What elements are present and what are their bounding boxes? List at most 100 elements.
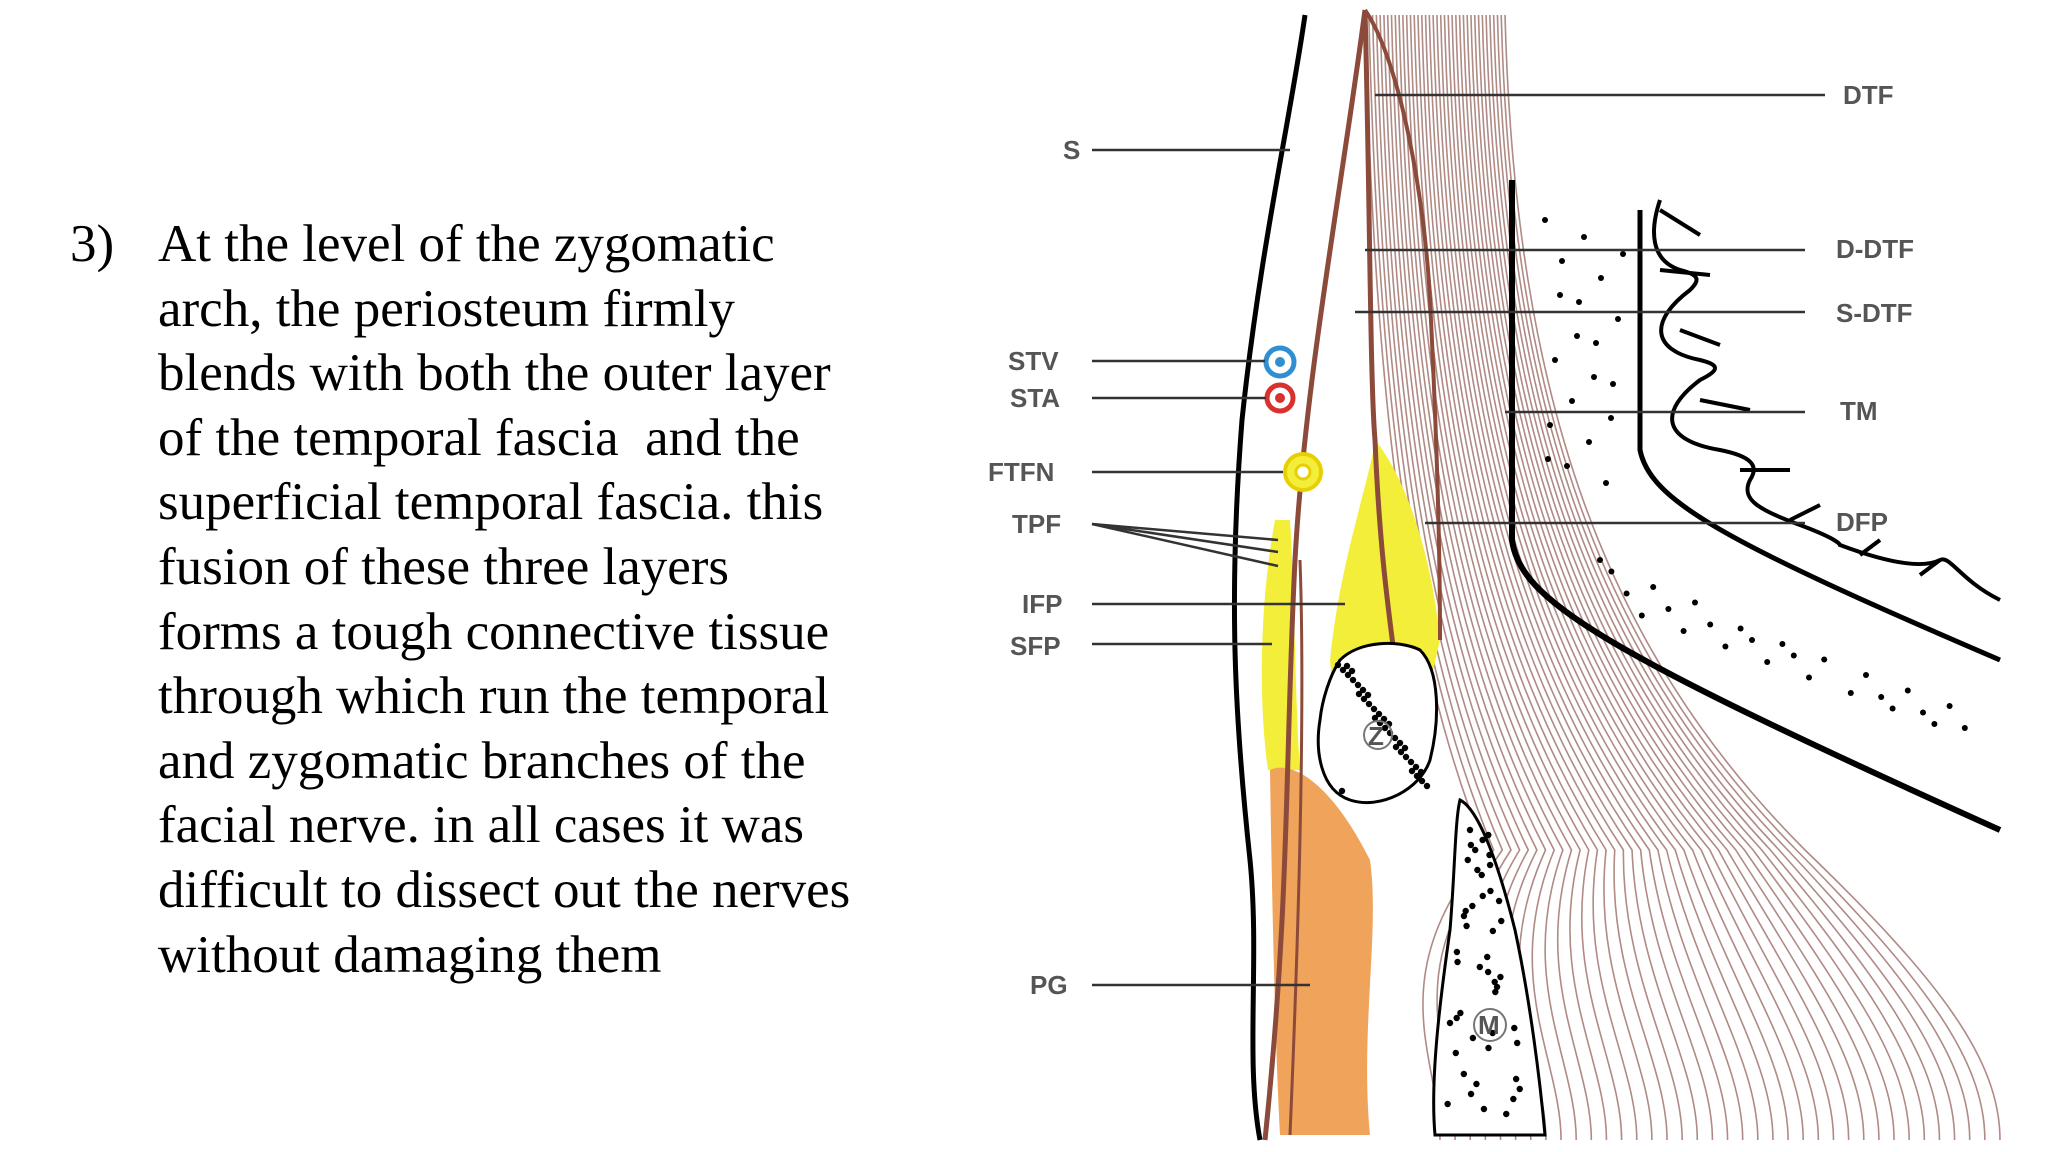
label-m: M [1478,1010,1500,1040]
marrow-dot [1489,927,1497,935]
marrow-dot [1343,662,1351,670]
marrow-dot [1408,767,1416,775]
marrow-dot [1348,667,1356,675]
marrow-dot [1545,456,1551,462]
marrow-dot [1559,258,1565,264]
marrow-dot [1473,1080,1480,1088]
marrow-dot [1889,705,1896,712]
marrow-dot [1931,721,1938,727]
muscle-fiber [1500,14,1986,1141]
marrow-dot [1492,988,1499,996]
marrow-dot [1479,836,1486,844]
marrow-dot [1557,292,1563,298]
marrow-dot [1466,826,1474,834]
label-dtf: DTF [1843,80,1894,110]
marrow-dot [1904,687,1911,694]
marrow-dot [1354,681,1362,689]
marrow-dot [1608,568,1615,575]
marrow-dot [1467,1090,1475,1098]
point-line: fusion of these three layers [158,537,730,596]
label-ftfn: FTFN [988,457,1054,487]
marrow-dot [1487,887,1494,895]
fascia-line-deep [1363,8,1442,641]
marrow-dot [1486,861,1494,869]
marrow-dot [1375,710,1383,718]
label-sfp: SFP [1010,631,1061,661]
marrow-dot [1498,917,1505,925]
marrow-dot [1359,686,1367,694]
skin-line [1231,14,1308,1141]
marrow-dot [1564,463,1570,469]
marrow-dot [1569,398,1575,404]
marrow-dot [1638,612,1645,619]
marrow-dot [1364,691,1372,699]
marrow-dot [1598,275,1604,281]
point-line: blends with both the outer layer [158,344,831,403]
marrow-dot [1344,671,1352,679]
marrow-dot [1381,724,1389,732]
marrow-dot [1339,666,1347,674]
marrow-dot [1749,637,1755,643]
marrow-dot [1491,978,1498,986]
marrow-dot [1495,897,1503,905]
marrow-dot [1821,656,1828,663]
marrow-dot [1547,422,1553,428]
marrow-dot [1453,1014,1460,1022]
marrow-dot [1460,1070,1468,1078]
muscle-fiber [1428,14,1699,1141]
marrow-dot [1476,963,1484,971]
marrow-dot [1620,251,1626,257]
marrow-dot [1469,1034,1477,1042]
marrow-dot [1510,1095,1517,1103]
point-line: arch, the periosteum firmly [158,279,735,338]
mandible-marrow [1444,826,1523,1118]
marrow-dot [1513,1039,1521,1047]
muscle-fiber [1504,14,2001,1141]
marrow-dot [1360,695,1368,703]
point-number: 3) [70,215,115,273]
label-stv: STV [1008,346,1059,376]
muscle-fiber [1455,14,1805,1141]
marrow-dot [1512,1075,1520,1083]
label-ifp: IFP [1022,589,1062,619]
point-line: difficult to dissect out the nerves [158,860,851,919]
marrow-dot [1380,715,1388,723]
muscle-fiber [1398,14,1578,1141]
muscle-fiber [1439,14,1744,1141]
muscle-fiber [1394,14,1562,1141]
marrow-dot [1463,922,1470,930]
muscle-fiber [1473,14,1880,1141]
marrow-dot [1371,714,1379,722]
marrow-dot [1779,641,1786,647]
marrow-dot [1623,590,1630,597]
parotid-gland [1270,767,1373,1135]
marrow-dot [1460,912,1468,920]
muscle-fiber [1477,14,1895,1141]
muscle-fiber [1405,14,1608,1141]
marrow-dot [1615,316,1621,322]
frontal-temporal-nerve [1283,452,1323,492]
point-line: and zygomatic branches of the [158,731,806,790]
fascia-line-outer [1262,9,1368,1141]
marrow-dot [1453,948,1461,956]
muscle-fiber [1420,14,1668,1141]
marrow-dot [1485,831,1492,839]
marrow-dot [1452,1049,1459,1057]
marrow-dot [1581,234,1587,240]
muscle-fiber [1417,14,1653,1141]
marrow-dot [1722,643,1729,650]
marrow-dot [1597,557,1603,563]
marrow-dot [1790,652,1797,659]
marrow-dot [1485,1044,1492,1052]
label-tpf: TPF [1012,509,1061,539]
point-line: superficial temporal fascia. this [158,473,824,532]
marrow-dot [1806,674,1812,681]
marrow-dot [1680,628,1687,634]
muscle-fiber [1443,14,1759,1141]
marrow-dot [1479,892,1486,900]
marrow-dot [1355,690,1363,698]
marrow-dot [1665,606,1672,612]
marrow-dot [1608,415,1614,421]
marrow-dot [1338,787,1346,795]
